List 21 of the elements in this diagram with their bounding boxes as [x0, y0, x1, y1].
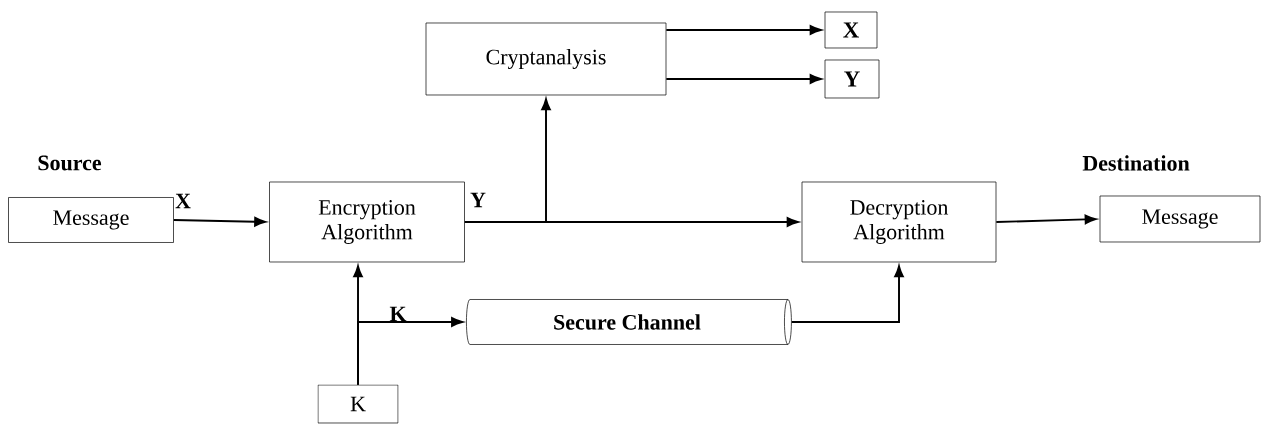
output-box: X [824, 11, 878, 49]
arrow [357, 317, 463, 386]
edge-label: K [389, 306, 407, 322]
arrow [665, 74, 822, 84]
arrow [665, 25, 822, 35]
process-box: Encryption Algorithm [269, 181, 465, 263]
arrow [172, 216, 267, 227]
arrow [463, 98, 551, 223]
edge-label: Y [470, 192, 486, 208]
process-box: K [317, 384, 399, 424]
process-box: Cryptanalysis [425, 22, 667, 96]
process-box: Message [8, 197, 174, 243]
edge-label: X [175, 193, 191, 209]
output-box: Y [824, 59, 880, 99]
arrow [995, 214, 1097, 225]
channel-cylinder: Secure Channel [466, 299, 792, 345]
process-box: Decryption Algorithm [801, 181, 997, 263]
process-box: Message [1099, 195, 1261, 243]
heading-label: Destination [1082, 155, 1190, 171]
arrow [790, 265, 904, 323]
heading-label: Source [38, 155, 102, 171]
